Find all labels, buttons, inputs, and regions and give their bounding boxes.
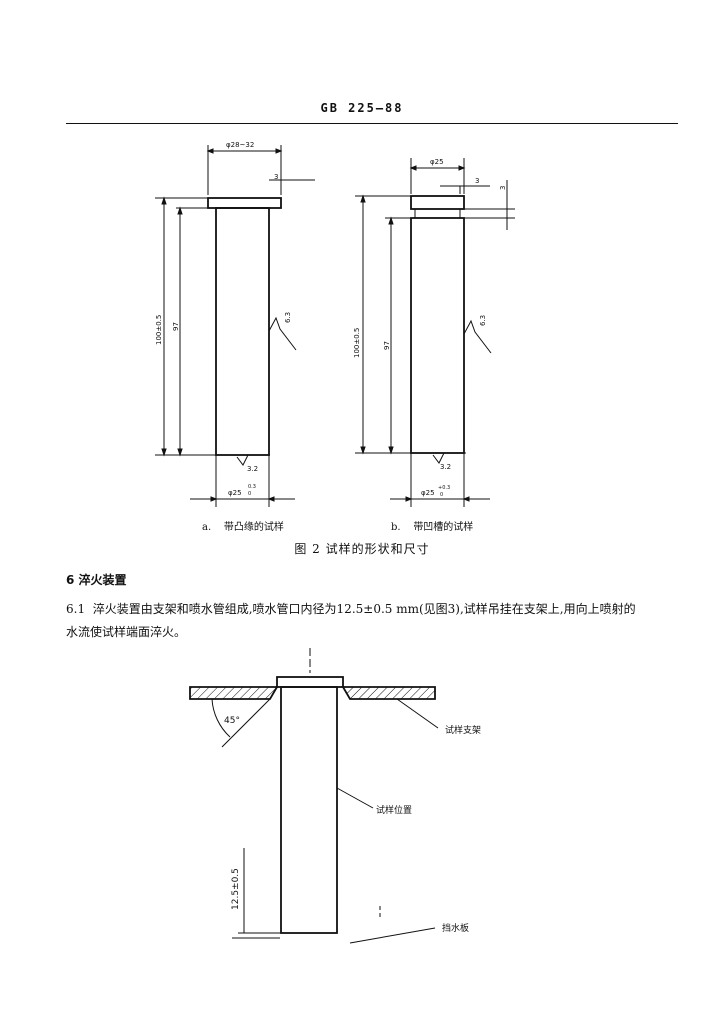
subfig-a-text: 带凸缘的试样 xyxy=(223,522,284,533)
roughness-end: 3.2 xyxy=(440,463,451,471)
tolerance-bottom: 0 xyxy=(440,492,443,498)
standard-code-header: GB 225—88 xyxy=(320,101,404,115)
dim-diameter: φ25 xyxy=(228,489,242,497)
para-text: 淬火装置由支架和喷水管组成,喷水管口内径为12.5±0.5 mm(见图3),试样… xyxy=(66,602,636,639)
subfig-a-caption: a. 带凸缘的试样 xyxy=(202,518,284,533)
roughness-side: 6.3 xyxy=(479,315,487,326)
support-plate-right xyxy=(341,686,436,700)
label-position: 试样位置 xyxy=(376,804,412,816)
support-plate-left xyxy=(189,686,279,700)
tolerance-bottom: 0 xyxy=(248,491,251,497)
figure-2-caption: 图 2 试样的形状和尺寸 xyxy=(294,542,430,556)
tolerance-top: +0.3 xyxy=(438,485,450,491)
header-rule xyxy=(66,123,678,124)
dim-head-diameter: φ25 xyxy=(430,158,444,166)
paragraph-6-1: 6.1 淬火装置由支架和喷水管组成,喷水管口内径为12.5±0.5 mm(见图3… xyxy=(66,598,646,644)
dim-flange-diameter: φ28~32 xyxy=(226,141,254,149)
dim-groove-depth: 3 xyxy=(499,186,507,190)
dim-total-length: 100±0.5 xyxy=(353,328,361,358)
label-support: 试样支架 xyxy=(445,724,481,736)
angle-label: 45° xyxy=(224,716,240,726)
dim-total-length: 100±0.5 xyxy=(155,315,163,345)
figure-2a-drawing: φ28~32 3 100±0.5 97 6.3 3.2 φ25 0.3 0 xyxy=(155,141,315,507)
label-plate: 挡水板 xyxy=(442,922,469,934)
figure-2b-drawing: φ25 3 3 100±0.5 97 6.3 3.2 φ25 +0.3 0 xyxy=(353,158,515,507)
specimen-position xyxy=(280,686,338,934)
dim-body-length: 97 xyxy=(383,341,391,350)
dim-diameter: φ25 xyxy=(421,489,435,497)
section-6-title: 6 淬火装置 xyxy=(66,573,127,587)
dim-body-length: 97 xyxy=(172,322,180,331)
para-number: 6.1 xyxy=(66,602,86,616)
flange-outline xyxy=(207,197,282,209)
specimen-body xyxy=(215,207,270,456)
figure-3-drawing: 45° 试样支架 试样位置 12.5±0.5 挡水板 xyxy=(189,648,481,944)
specimen-head xyxy=(410,195,465,210)
dim-groove-width: 3 xyxy=(475,177,479,185)
label-dimension: 12.5±0.5 xyxy=(231,868,241,910)
roughness-end: 3.2 xyxy=(247,465,258,473)
specimen-body xyxy=(410,217,465,454)
subfig-a-label: a. xyxy=(202,522,212,533)
subfig-b-text: 带凹槽的试样 xyxy=(413,522,474,533)
roughness-side: 6.3 xyxy=(284,312,292,323)
dim-flange-thickness: 3 xyxy=(274,173,278,181)
subfig-b-caption: b. 带凹槽的试样 xyxy=(391,518,473,533)
specimen-head xyxy=(276,676,344,688)
tolerance-top: 0.3 xyxy=(248,484,256,490)
subfig-b-label: b. xyxy=(391,522,401,533)
